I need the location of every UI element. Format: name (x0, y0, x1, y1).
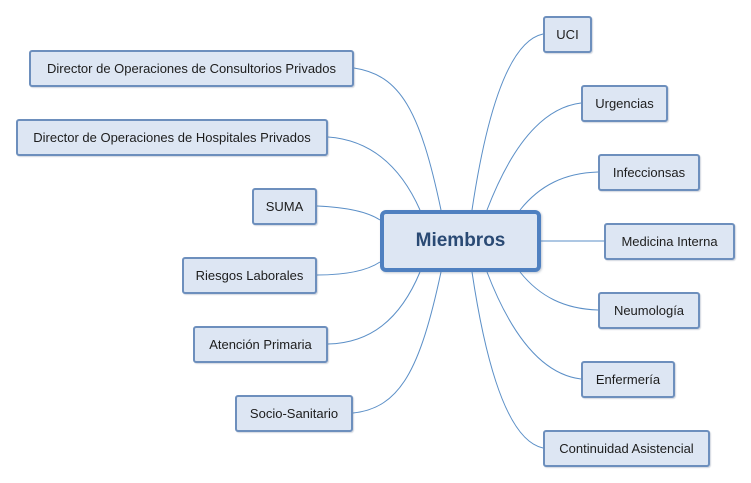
node-urgencias[interactable]: Urgencias (581, 85, 668, 122)
node-label: Riesgos Laborales (195, 268, 304, 283)
link-riesgos (316, 261, 381, 276)
node-label: Urgencias (595, 96, 654, 111)
node-label: Enfermería (595, 372, 661, 387)
node-director-hospitales[interactable]: Director de Operaciones de Hospitales Pr… (16, 119, 328, 156)
node-label: Director de Operaciones de Consultorios … (46, 61, 337, 76)
link-continuidad (471, 271, 544, 449)
node-neumologia[interactable]: Neumología (598, 292, 700, 329)
node-medicina-interna[interactable]: Medicina Interna (604, 223, 735, 260)
central-topic-label: Miembros (415, 230, 506, 251)
node-uci[interactable]: UCI (543, 16, 592, 53)
link-enfermeria (486, 271, 582, 380)
link-neumologia (519, 271, 599, 311)
node-atencion-primaria[interactable]: Atención Primaria (193, 326, 328, 363)
link-suma (316, 205, 381, 221)
node-label: Continuidad Asistencial (559, 441, 694, 456)
link-atencion (327, 271, 421, 345)
node-label: SUMA (265, 199, 304, 214)
node-label: Atención Primaria (209, 337, 312, 352)
node-enfermeria[interactable]: Enfermería (581, 361, 675, 398)
node-label: Neumología (613, 303, 685, 318)
node-riesgos-laborales[interactable]: Riesgos Laborales (182, 257, 317, 294)
node-label: Socio-Sanitario (249, 406, 339, 421)
node-suma[interactable]: SUMA (252, 188, 317, 225)
central-topic-miembros[interactable]: Miembros (380, 210, 541, 272)
node-label: UCI (556, 27, 579, 42)
node-label: Infeccionsas (612, 165, 686, 180)
link-socio (352, 271, 442, 414)
node-director-consultorios[interactable]: Director de Operaciones de Consultorios … (29, 50, 354, 87)
link-urgencias (486, 102, 582, 211)
link-uci (471, 33, 544, 211)
link-infecciosas (519, 171, 599, 211)
link-hospitales (327, 136, 421, 211)
link-consultorios (353, 67, 442, 211)
node-continuidad-asistencial[interactable]: Continuidad Asistencial (543, 430, 710, 467)
node-socio-sanitario[interactable]: Socio-Sanitario (235, 395, 353, 432)
node-label: Director de Operaciones de Hospitales Pr… (33, 130, 311, 145)
node-label: Medicina Interna (621, 234, 718, 249)
node-infeccionsas[interactable]: Infeccionsas (598, 154, 700, 191)
